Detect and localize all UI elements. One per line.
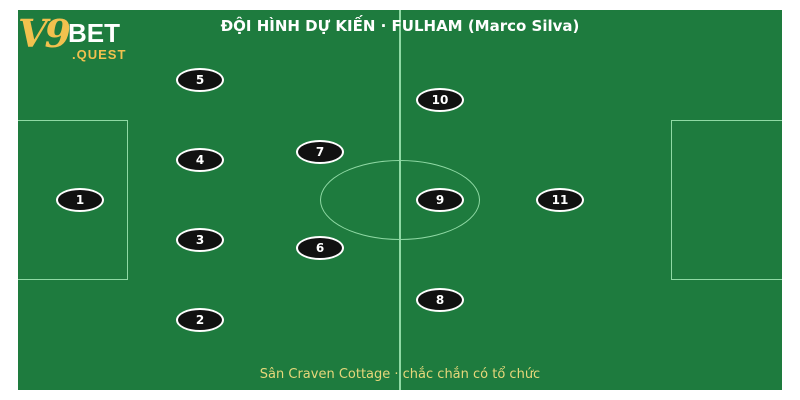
logo-quest-text: .QUEST: [72, 47, 127, 62]
player-marker-5: 5: [176, 68, 224, 92]
player-marker-9: 9: [416, 188, 464, 212]
player-marker-6: 6: [296, 236, 344, 260]
stadium-caption: Sân Craven Cottage · chắc chắn có tổ chứ…: [259, 367, 541, 382]
center-circle: [320, 160, 480, 240]
v9bet-logo: V9 BET .QUEST: [18, 12, 138, 64]
player-marker-2: 2: [176, 308, 224, 332]
player-marker-1: 1: [56, 188, 104, 212]
left-penalty-box: [18, 120, 128, 280]
football-pitch: ĐỘI HÌNH DỰ KIẾN · FULHAM (Marco Silva) …: [18, 10, 782, 390]
right-penalty-box: [671, 120, 782, 280]
player-marker-4: 4: [176, 148, 224, 172]
player-marker-10: 10: [416, 88, 464, 112]
player-marker-11: 11: [536, 188, 584, 212]
player-marker-7: 7: [296, 140, 344, 164]
logo-v9-mark: V9: [18, 11, 71, 56]
logo-bet-text: BET: [68, 18, 120, 48]
player-marker-8: 8: [416, 288, 464, 312]
lineup-title: ĐỘI HÌNH DỰ KIẾN · FULHAM (Marco Silva): [220, 17, 580, 35]
player-marker-3: 3: [176, 228, 224, 252]
